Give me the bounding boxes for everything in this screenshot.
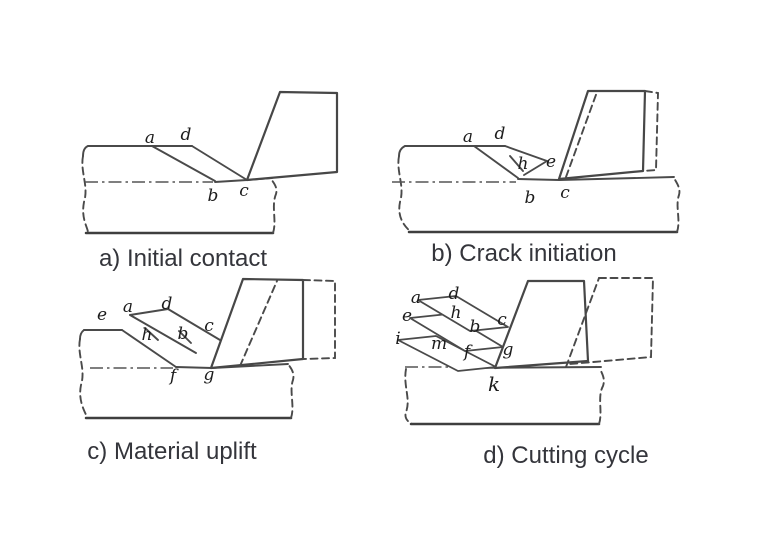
- chip-edge-a-b: [473, 145, 519, 179]
- point-label-b: b: [178, 324, 189, 344]
- tool-previous-rake: [565, 91, 598, 178]
- workpiece-left-edge: [397, 155, 412, 233]
- point-label-h: h: [142, 325, 153, 345]
- panel-d-caption: d) Cutting cycle: [483, 442, 648, 469]
- tool-body: [209, 277, 305, 370]
- workpiece-left-corner: [79, 329, 85, 340]
- chip-top-a-d: [129, 308, 169, 316]
- chip-edge-d-c: [191, 145, 248, 181]
- point-label-a: a: [411, 288, 421, 308]
- point-label-f: f: [462, 342, 473, 362]
- chip-edge-d-c: [167, 308, 221, 341]
- workpiece-right-edge: [287, 363, 295, 419]
- crack-edge-h: [144, 327, 159, 341]
- point-label-b: b: [525, 188, 536, 208]
- crack-edge-b: [178, 330, 192, 344]
- point-label-f: f: [168, 366, 179, 386]
- workpiece-left-edge: [81, 155, 89, 233]
- crack-edge-e: [523, 160, 548, 176]
- panel-b-caption: b) Crack initiation: [431, 240, 616, 267]
- panel-a-diagram: a d b c a) Initial contact: [81, 90, 339, 272]
- point-label-e: e: [546, 152, 556, 172]
- crack-edge-h: [509, 155, 524, 172]
- point-label-c: c: [497, 310, 507, 330]
- point-label-b: b: [208, 186, 219, 206]
- point-label-a: a: [123, 297, 133, 317]
- point-label-a: a: [463, 127, 473, 147]
- uplift-edge-e-f: [121, 329, 177, 368]
- tool-previous-rake: [565, 277, 600, 368]
- point-label-c: c: [204, 316, 214, 336]
- point-label-h: h: [451, 303, 462, 323]
- point-label-i: i: [395, 329, 400, 349]
- tool-previous-rake: [239, 280, 278, 367]
- chip-edge-b-c: [517, 178, 560, 181]
- chip-segment-1: [417, 295, 509, 332]
- chip-edge-b-c: [214, 179, 248, 183]
- point-label-k: k: [488, 372, 500, 396]
- workpiece-left-corner: [398, 145, 406, 157]
- workpiece-right-edge: [673, 177, 681, 233]
- tool-previous-outline: [569, 277, 654, 365]
- point-label-a: a: [145, 128, 155, 148]
- tool-body: [493, 279, 590, 370]
- point-label-b: b: [470, 317, 481, 337]
- point-label-g: g: [503, 340, 514, 360]
- workpiece-right-edge: [598, 367, 605, 425]
- chip-edge-a-b: [129, 314, 197, 354]
- panel-a-caption: a) Initial contact: [99, 245, 267, 272]
- point-label-h: h: [518, 154, 529, 174]
- point-label-d: d: [495, 124, 506, 144]
- point-label-d: d: [449, 284, 460, 304]
- panel-d-diagram: a d e h b c i m f g k d) Cutting cycle: [395, 277, 654, 469]
- point-label-g: g: [204, 365, 215, 385]
- chip-edge-a-b: [151, 145, 216, 182]
- point-label-e: e: [402, 306, 412, 326]
- point-label-d: d: [162, 294, 173, 314]
- workpiece-left-corner: [82, 145, 89, 157]
- tool-body: [557, 89, 647, 181]
- workpiece-right-edge: [270, 178, 278, 234]
- panel-c-caption: c) Material uplift: [87, 438, 257, 465]
- panel-b-diagram: a d h e b c b) Crack initiation: [392, 89, 681, 267]
- workpiece-left-edge: [404, 368, 413, 425]
- workpiece-left-edge: [78, 338, 88, 418]
- point-label-m: m: [431, 334, 447, 354]
- point-label-c: c: [560, 183, 570, 203]
- tool-previous-outline: [642, 90, 659, 172]
- point-label-e: e: [97, 305, 107, 325]
- point-label-c: c: [239, 181, 249, 201]
- chip-edge-f-g: [175, 366, 213, 369]
- point-label-d: d: [181, 125, 192, 145]
- chip-edge-d-e: [504, 145, 548, 162]
- machined-surface: [558, 176, 675, 181]
- panel-c-diagram: e a d h b c f g c) Material uplift: [78, 277, 336, 465]
- tool-body: [245, 90, 339, 182]
- tool-previous-outline: [302, 279, 336, 360]
